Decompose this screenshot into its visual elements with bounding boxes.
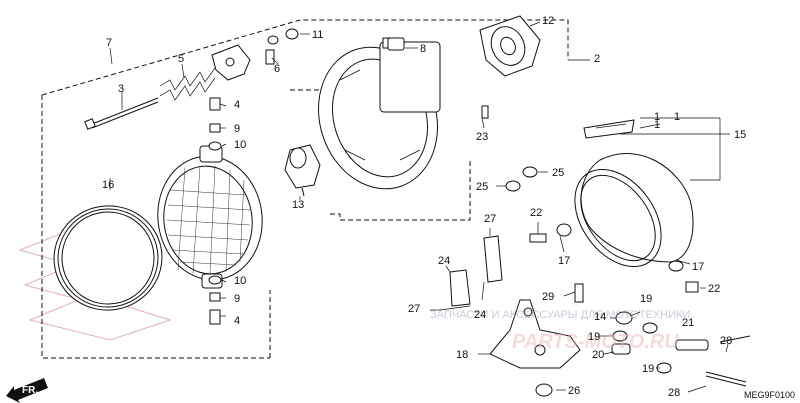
callout-5: 5 (178, 53, 184, 65)
callout-1c: 1 (654, 119, 660, 131)
callout-17b: 17 (692, 261, 704, 273)
headlight-shell (574, 153, 694, 268)
callout-13: 13 (292, 199, 304, 211)
callout-17a: 17 (558, 255, 570, 267)
callout-10a: 10 (234, 139, 246, 151)
callout-14: 14 (594, 311, 606, 323)
callout-24b: 24 (474, 309, 486, 321)
adjust-screw-spring (84, 67, 216, 130)
callout-20: 20 (592, 349, 604, 361)
callout-12: 12 (542, 15, 554, 27)
callout-4a: 4 (234, 99, 240, 111)
fasteners-upper (208, 28, 299, 151)
lower-bracket (489, 299, 581, 369)
callout-28a: 28 (720, 335, 732, 347)
small-clip (387, 37, 489, 119)
watermark-brand: PARTS-MOTO.RU (512, 331, 679, 353)
rear-cover (479, 15, 541, 77)
callout-29: 29 (542, 291, 554, 303)
callout-16: 16 (102, 179, 114, 191)
callout-27a: 27 (484, 213, 496, 225)
callout-1b: 1 (674, 111, 680, 123)
callout-19b: 19 (588, 331, 600, 343)
headlight-case-ring (318, 37, 441, 190)
diagram-code: MEG9F0100 (744, 390, 795, 400)
callout-6: 6 (274, 63, 280, 75)
callout-25b: 25 (476, 181, 488, 193)
mount-bracket (211, 44, 251, 81)
callout-18: 18 (456, 349, 468, 361)
callout-21: 21 (682, 317, 694, 329)
callouts: 1 1 1 2 3 4 4 5 6 7 8 9 9 10 10 11 12 13… (102, 15, 746, 399)
callout-10b: 10 (234, 275, 246, 287)
front-direction-arrow: FR. (6, 378, 48, 403)
callout-15: 15 (734, 129, 746, 141)
callout-22b: 22 (708, 283, 720, 295)
callout-4b: 4 (234, 315, 240, 327)
headlight-unit (157, 145, 263, 289)
callout-1a: 1 (654, 111, 660, 123)
callout-7: 7 (106, 37, 112, 49)
callout-3: 3 (118, 83, 124, 95)
fasteners-right (505, 166, 751, 397)
callout-19c: 19 (642, 363, 654, 375)
shell-emblem (583, 119, 635, 139)
callout-22a: 22 (530, 207, 542, 219)
callout-26: 26 (568, 385, 580, 397)
callout-2: 2 (594, 53, 600, 65)
callout-9b: 9 (234, 293, 240, 305)
front-direction-label: FR. (22, 385, 38, 396)
headlight-rim (53, 205, 163, 311)
callout-19a: 19 (640, 293, 652, 305)
callout-11: 11 (312, 29, 323, 41)
leader-lines (109, 21, 730, 393)
callout-9a: 9 (234, 123, 240, 135)
callout-8: 8 (420, 43, 426, 55)
callout-23: 23 (476, 131, 488, 143)
callout-24a: 24 (438, 255, 450, 267)
callout-27b: 27 (408, 303, 420, 315)
watermark-text: ЗАПЧАСТИ И АКСЕССУАРЫ ДЛЯ МОТОТЕХНИКИ (430, 309, 690, 321)
fasteners-lower (208, 275, 222, 325)
callout-28b: 28 (668, 387, 680, 399)
headlight-bulb (284, 144, 321, 197)
callout-25a: 25 (552, 167, 564, 179)
wire-clips (439, 235, 503, 311)
